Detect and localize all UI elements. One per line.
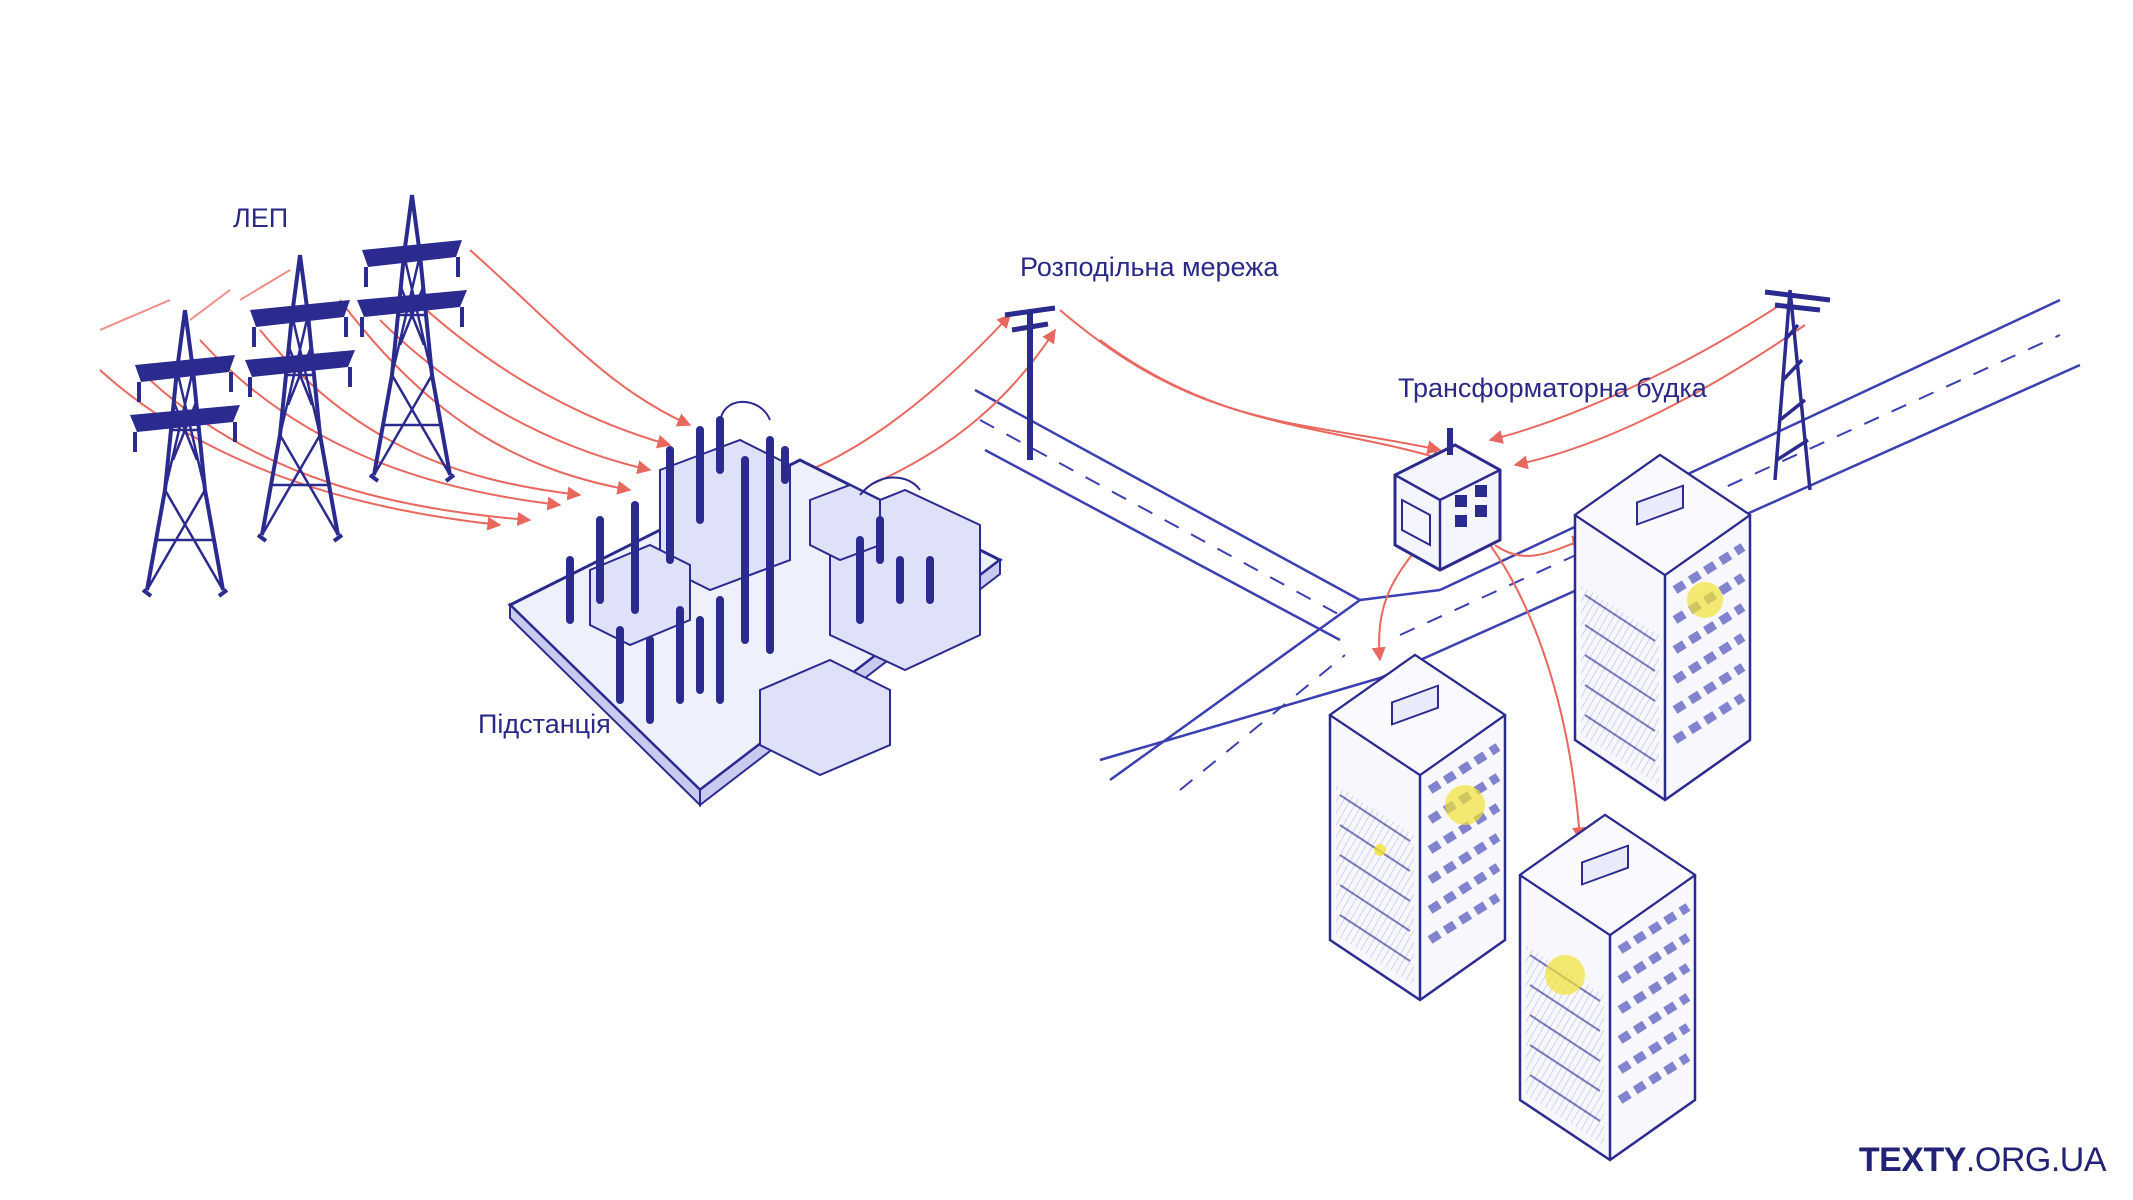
brand-name-domain: .ORG.UA [1965,1141,2107,1179]
label-lep: ЛЕП [233,203,289,233]
transformer-box-icon [1393,428,1502,572]
apartment-building-icon [1330,655,1505,1000]
utility-pole-icon [1764,289,1831,491]
brand-logo: TEXTY.ORG.UA [1858,1141,2107,1180]
apartment-building-icon [1520,815,1695,1160]
power-flow-arrows [99,249,1806,842]
substation-icon [507,400,1003,808]
apartment-building-icon [1575,455,1750,800]
brand-name-bold: TEXTY [1858,1141,1967,1179]
road-icon [974,298,2081,791]
label-substation: Підстанція [478,709,611,739]
utility-pole-icon [1004,305,1056,460]
power-tower-icon [243,253,357,543]
label-transformer-box: Трансформаторна будка [1398,373,1707,403]
power-tower-icon [355,193,469,483]
label-distribution-network: Розподільна мережа [1020,252,1279,282]
